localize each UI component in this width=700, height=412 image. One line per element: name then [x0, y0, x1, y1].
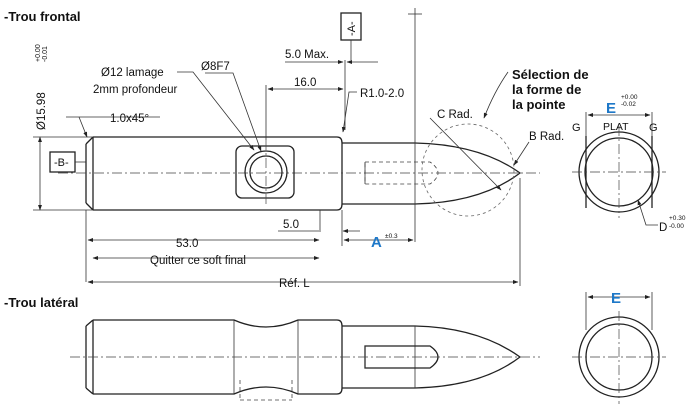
tip-selection-label: Sélection de la forme de la pointe: [512, 67, 589, 112]
flat-label: PLAT: [603, 121, 629, 133]
counterbore-label-1: Ø12 lamage: [101, 67, 164, 79]
front-hole-title: -Trou frontal: [4, 9, 81, 24]
dim-d-tol-upper: +0.30: [669, 215, 686, 222]
dim-d-label: D: [659, 222, 667, 234]
counterbore-hole: [235, 140, 295, 206]
end-e-bottom-label: E: [611, 290, 621, 307]
radius-label: R1.0-2.0: [360, 88, 404, 100]
diameter-dimension: Ø15.98 +0.00 -0.01: [33, 44, 93, 211]
dim-a-tol: ±0.3: [385, 233, 398, 240]
c-rad-leader: [429, 117, 502, 191]
dim-a-label: A: [371, 234, 382, 251]
c-rad-label: C Rad.: [437, 109, 473, 121]
ref-l-label: Réf. L: [279, 278, 310, 290]
tip-selection-circle: [421, 123, 515, 217]
diameter-tol-lower: -0.01: [42, 46, 49, 62]
dim-16-label: 16.0: [294, 77, 316, 89]
svg-text:la pointe: la pointe: [512, 97, 565, 112]
hole-leader: [205, 72, 262, 152]
end-e-tol-lower: -0.02: [621, 101, 636, 108]
g-left-label: G: [572, 122, 581, 134]
datum-a-label: -A-: [346, 21, 358, 36]
tip-selection-leader: [483, 71, 509, 119]
chamfer-label: 1.0x45°: [110, 113, 149, 125]
diameter-tol-upper: +0.00: [35, 44, 42, 62]
end-view-bottom: [572, 311, 666, 404]
dim-d-leader: [637, 199, 658, 226]
datum-b-label: -B-: [54, 157, 69, 169]
side-pin-body: [70, 319, 540, 401]
end-e-label: E: [606, 100, 616, 117]
b-rad-leader: [513, 141, 530, 166]
svg-text:Sélection de: Sélection de: [512, 67, 589, 82]
end-view-top: [572, 126, 666, 218]
dim-53-label: 53.0: [176, 238, 198, 250]
counterbore-leader: [177, 71, 255, 151]
chamfer-leader: [78, 116, 88, 138]
dim-5max-label: 5.0 Max.: [285, 49, 329, 61]
leave-soft-label: Quitter ce soft final: [150, 255, 246, 267]
b-rad-label: B Rad.: [529, 131, 564, 143]
hole-label: Ø8F7: [201, 61, 230, 73]
g-right-label: G: [649, 122, 658, 134]
end-e-tol-upper: +0.00: [621, 94, 638, 101]
counterbore-label-2: 2mm profondeur: [93, 84, 178, 96]
dim-5-label: 5.0: [283, 219, 299, 231]
svg-text:la forme de: la forme de: [512, 82, 581, 97]
diameter-label: Ø15.98: [36, 92, 48, 130]
side-hole-title: -Trou latéral: [4, 295, 78, 310]
radius-leader: [341, 91, 357, 133]
front-pin-body: [58, 136, 540, 211]
dim-d-tol-lower: -0.00: [669, 223, 684, 230]
